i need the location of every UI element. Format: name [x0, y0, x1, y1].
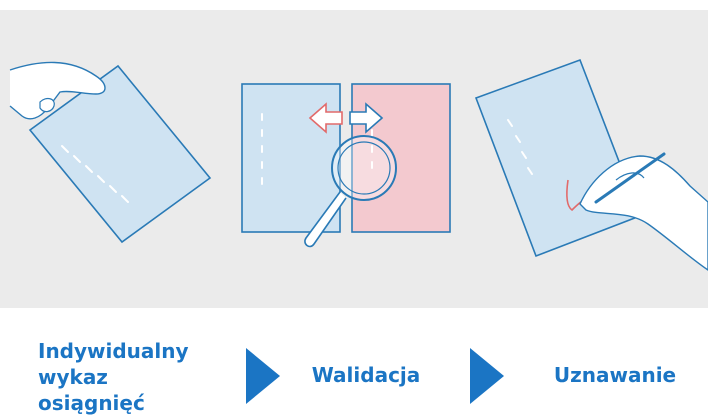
- chevron-right-icon: [470, 348, 504, 404]
- process-steps: Indywidualny wykaz osiągnięć Walidacja U…: [0, 318, 708, 420]
- chevron-right-icon: [246, 348, 280, 404]
- hand-signing-document-icon: [474, 58, 708, 271]
- process-illustration: [9, 58, 708, 271]
- magnifier-icon: [304, 135, 397, 248]
- step-label-uznawanie: Uznawanie: [553, 363, 677, 387]
- hand-holding-document-icon: [9, 61, 212, 244]
- compare-documents-icon: [241, 83, 451, 233]
- step-label-walidacja: Walidacja: [311, 363, 421, 387]
- step-label-indywidualny-wykaz: Indywidualny wykaz osiągnięć: [38, 339, 189, 415]
